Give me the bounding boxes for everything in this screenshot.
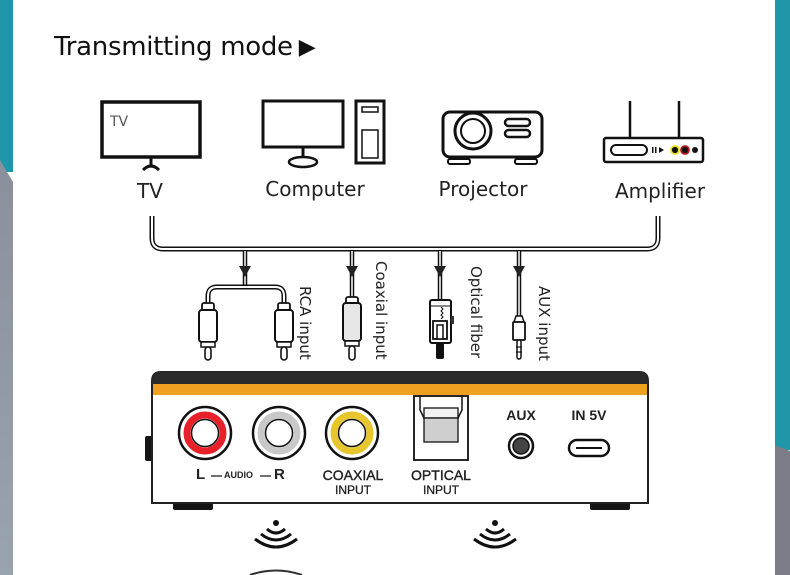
port-label-l: L <box>196 466 206 483</box>
partial-device-outline <box>249 569 303 575</box>
title-text: Transmitting mode <box>54 32 293 62</box>
background-gray-left <box>0 160 13 575</box>
cable-label-aux: AUX input <box>535 286 553 361</box>
accent-stripe <box>153 384 647 395</box>
aux-port <box>507 432 535 460</box>
background-teal-right <box>775 0 790 450</box>
coaxial-port <box>324 405 380 461</box>
background-teal-left <box>0 0 13 172</box>
wireless-signal-icon <box>473 520 517 549</box>
port-label-aux: AUX <box>506 407 536 423</box>
rca-plug-icon <box>198 251 294 361</box>
port-label-r: R <box>274 466 285 483</box>
cable-label-optical: Optical fiber <box>467 266 485 359</box>
port-label-coaxial: COAXIAL <box>322 467 384 483</box>
usb-c-port <box>567 438 611 458</box>
rca-left-port <box>177 405 233 461</box>
device-label-projector: Projector <box>438 177 528 201</box>
amplifier-icon <box>602 101 705 164</box>
device-label-amplifier: Amplifier <box>614 179 706 203</box>
cable-label-rca: RCA input <box>296 286 314 360</box>
port-label-optical: OPTICAL <box>411 467 471 483</box>
computer-icon <box>261 99 386 169</box>
bus-cable <box>149 216 661 252</box>
cable-label-coaxial: Coaxial input <box>372 261 390 360</box>
page-title: Transmitting mode▶ <box>54 32 316 62</box>
port-label-audio: AUDIO <box>224 470 253 480</box>
port-label-optical-input: INPUT <box>423 483 459 497</box>
play-triangle-icon: ▶ <box>298 35 316 60</box>
tv-screen-label: TV <box>109 114 129 130</box>
wireless-signal-icon <box>254 520 298 549</box>
optical-port <box>413 395 469 461</box>
coaxial-plug-icon <box>342 251 362 361</box>
tv-icon: TV <box>100 100 202 172</box>
background-gray-right <box>775 445 790 575</box>
optical-plug-icon <box>429 251 454 359</box>
device-rear-panel <box>145 371 649 510</box>
device-label-tv: TV <box>137 179 163 203</box>
rca-right-port <box>251 405 307 461</box>
port-label-coaxial-input: INPUT <box>335 483 371 497</box>
aux-plug-icon <box>512 251 526 360</box>
port-label-power: IN 5V <box>571 407 607 423</box>
projector-icon <box>441 110 544 165</box>
device-label-computer: Computer <box>265 177 365 201</box>
